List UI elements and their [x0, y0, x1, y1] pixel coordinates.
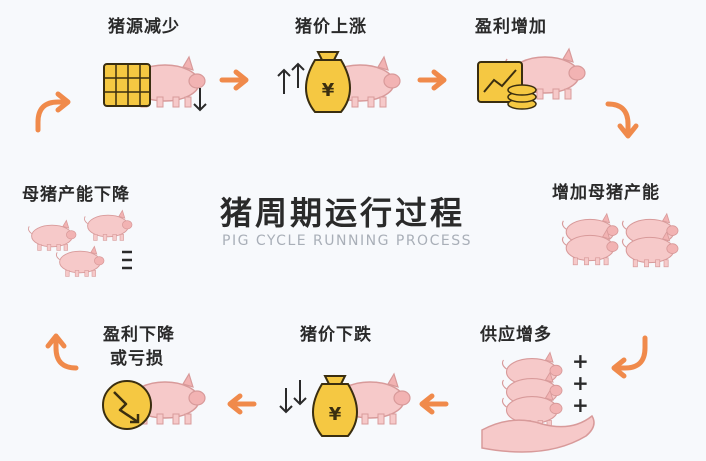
stage-profit-increase-icon [477, 48, 586, 110]
up-arrow-icon [291, 62, 305, 88]
stage-supply-increase-label: 供应增多 [480, 325, 552, 345]
stage-pig-price-rise-icon: ¥ [277, 51, 401, 113]
stage-pig-source-decrease-label: 猪源减少 [108, 17, 180, 37]
plus-symbol: + [572, 393, 589, 417]
hand-icon [481, 414, 595, 453]
stage-supply-increase-icon: + + + [481, 349, 595, 453]
stage-pig-price-rise-label: 猪价上涨 [295, 17, 367, 37]
stage-sow-capacity-decrease-icon [27, 209, 133, 277]
arrow-right-icon [222, 72, 246, 88]
decrease-bars-icon [122, 250, 132, 270]
down-arrow-icon [293, 380, 307, 406]
arrow-left-icon [422, 396, 446, 412]
down-arrow-icon [193, 88, 207, 112]
yen-symbol: ¥ [322, 80, 335, 101]
yen-symbol: ¥ [329, 404, 342, 425]
diagram-subtitle: PIG CYCLE RUNNING PROCESS [222, 233, 472, 249]
arrow-left-icon [230, 396, 254, 412]
stage-profit-decrease-label: 盈利下降 [103, 325, 175, 345]
stage-increase-sow-capacity-icon [561, 213, 679, 268]
plus-symbol: + [572, 371, 589, 395]
stage-profit-increase-label: 盈利增加 [475, 17, 547, 37]
arrow-down-corner-icon [605, 101, 639, 139]
arrow-left-corner-icon [611, 335, 648, 379]
diagram-title: 猪周期运行过程 [220, 194, 466, 232]
stage-pig-price-fall-label: 猪价下跌 [300, 325, 372, 345]
stage-increase-sow-capacity-label: 增加母猪产能 [552, 183, 660, 203]
stage-profit-decrease-icon [102, 373, 206, 430]
plus-symbol: + [572, 349, 589, 373]
money-bag-icon [312, 383, 358, 437]
arrow-up-corner-icon [45, 333, 79, 371]
arrow-right-icon [420, 72, 444, 88]
down-arrow-icon [279, 388, 293, 414]
stage-pig-source-decrease-icon [103, 56, 207, 112]
coin-down-icon [102, 380, 152, 430]
stage-or-loss-label: 或亏损 [110, 349, 164, 369]
money-bag-icon [305, 59, 351, 113]
stage-sow-capacity-decrease-label: 母猪产能下降 [22, 185, 130, 205]
up-arrow-icon [277, 68, 291, 94]
arrow-right-corner-icon [35, 91, 71, 133]
stage-pig-price-fall-icon: ¥ [279, 373, 411, 437]
